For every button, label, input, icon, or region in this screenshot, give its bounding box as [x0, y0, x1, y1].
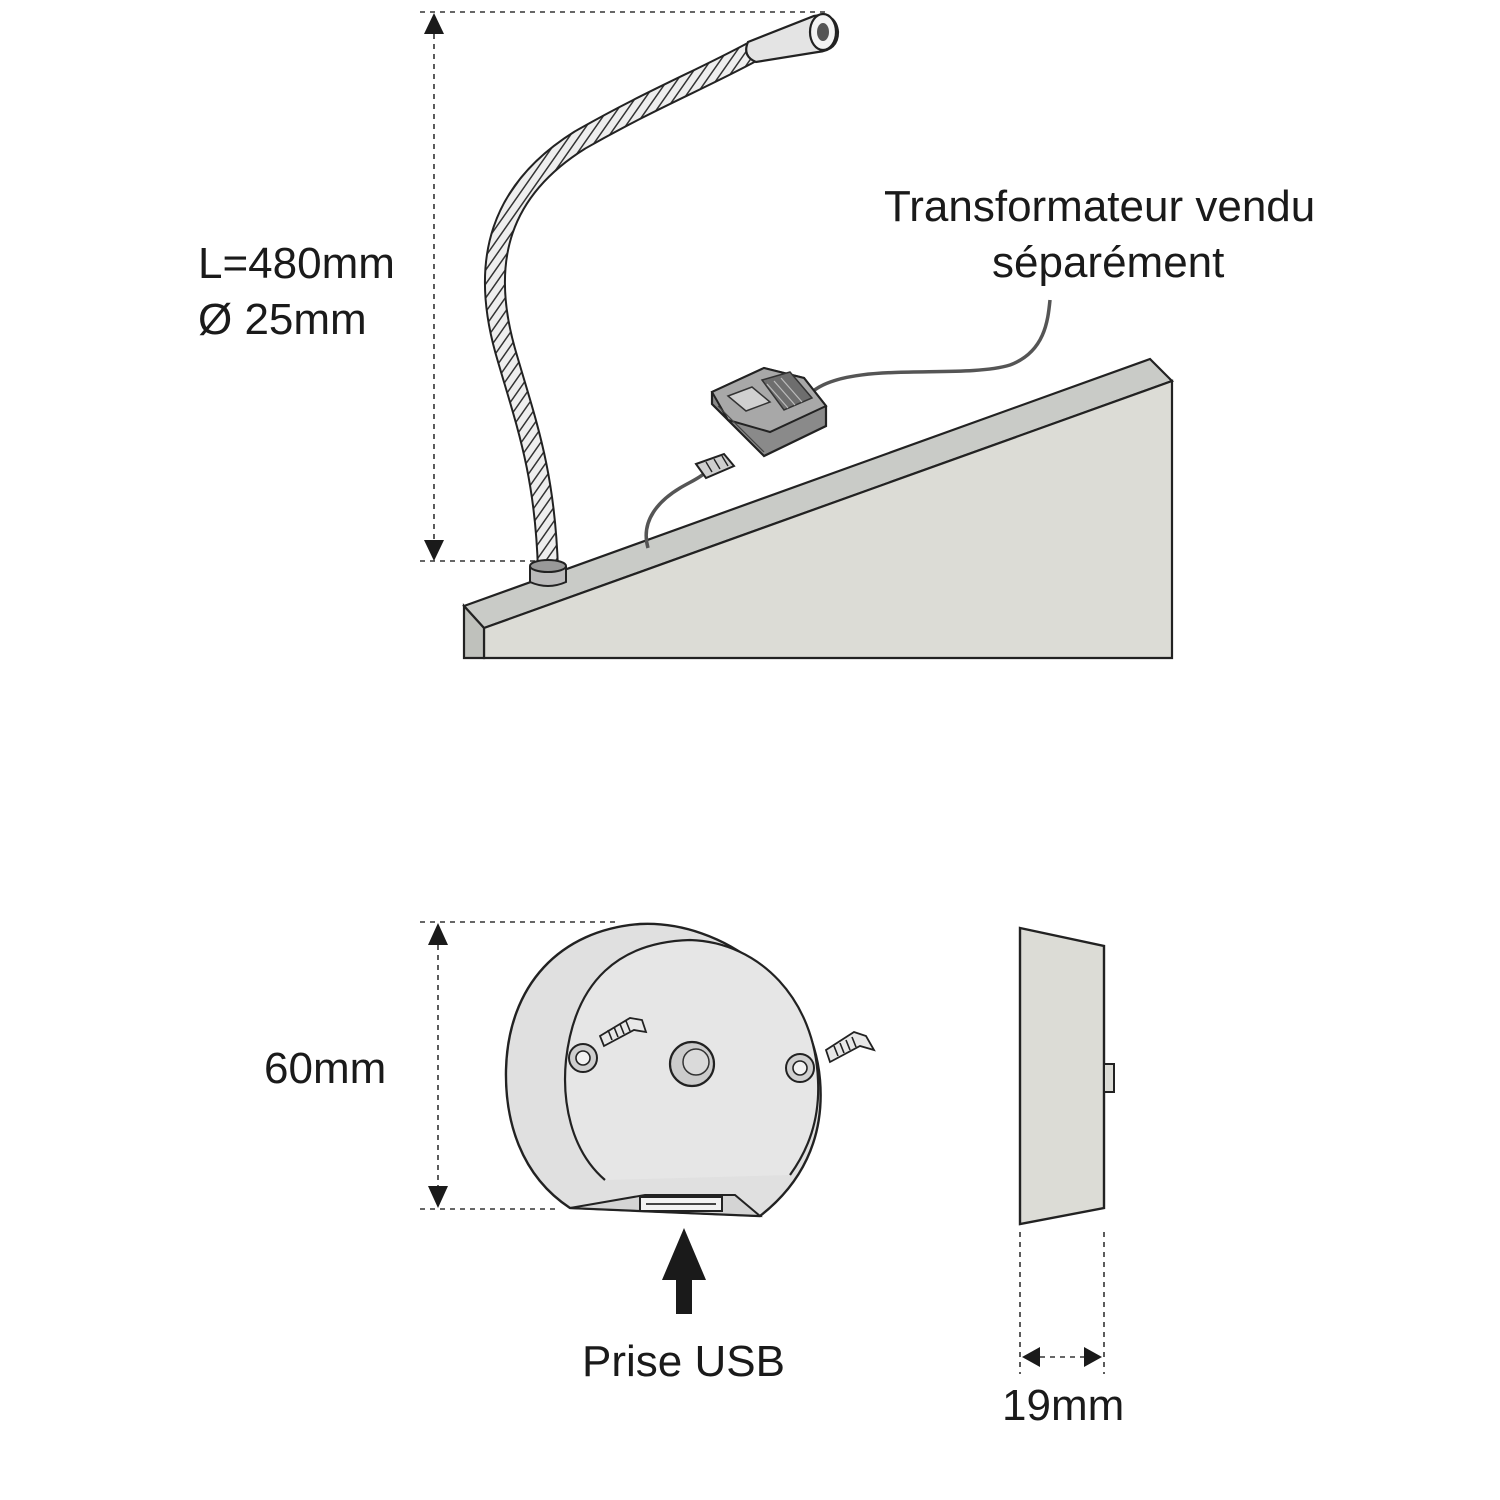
device-side-profile	[1018, 926, 1115, 1226]
device-depth-dimension	[1019, 1232, 1105, 1374]
lamp-height-dimension	[420, 11, 826, 562]
transformer-note-line2: séparément	[992, 238, 1225, 287]
usb-arrow-icon	[662, 1228, 706, 1314]
transformer-cable-up	[810, 299, 1052, 394]
cabinet-panel	[462, 357, 1175, 660]
transformer-note-line1: Transformateur vendu	[884, 182, 1316, 231]
connector-plug	[644, 452, 736, 549]
transformer-box	[710, 366, 828, 458]
screw-left-icon	[598, 1017, 648, 1048]
lamp-diameter-label: Ø 25mm	[198, 295, 367, 344]
round-base-device	[504, 922, 822, 1218]
lamp-length-label: L=480mm	[198, 239, 395, 288]
screw-right-icon	[824, 1031, 876, 1064]
device-height-dimension	[420, 921, 616, 1210]
usb-socket-label: Prise USB	[582, 1337, 785, 1386]
device-depth-label: 19mm	[1002, 1381, 1125, 1430]
gooseneck-lamp	[484, 12, 840, 587]
device-height-label: 60mm	[264, 1044, 387, 1093]
